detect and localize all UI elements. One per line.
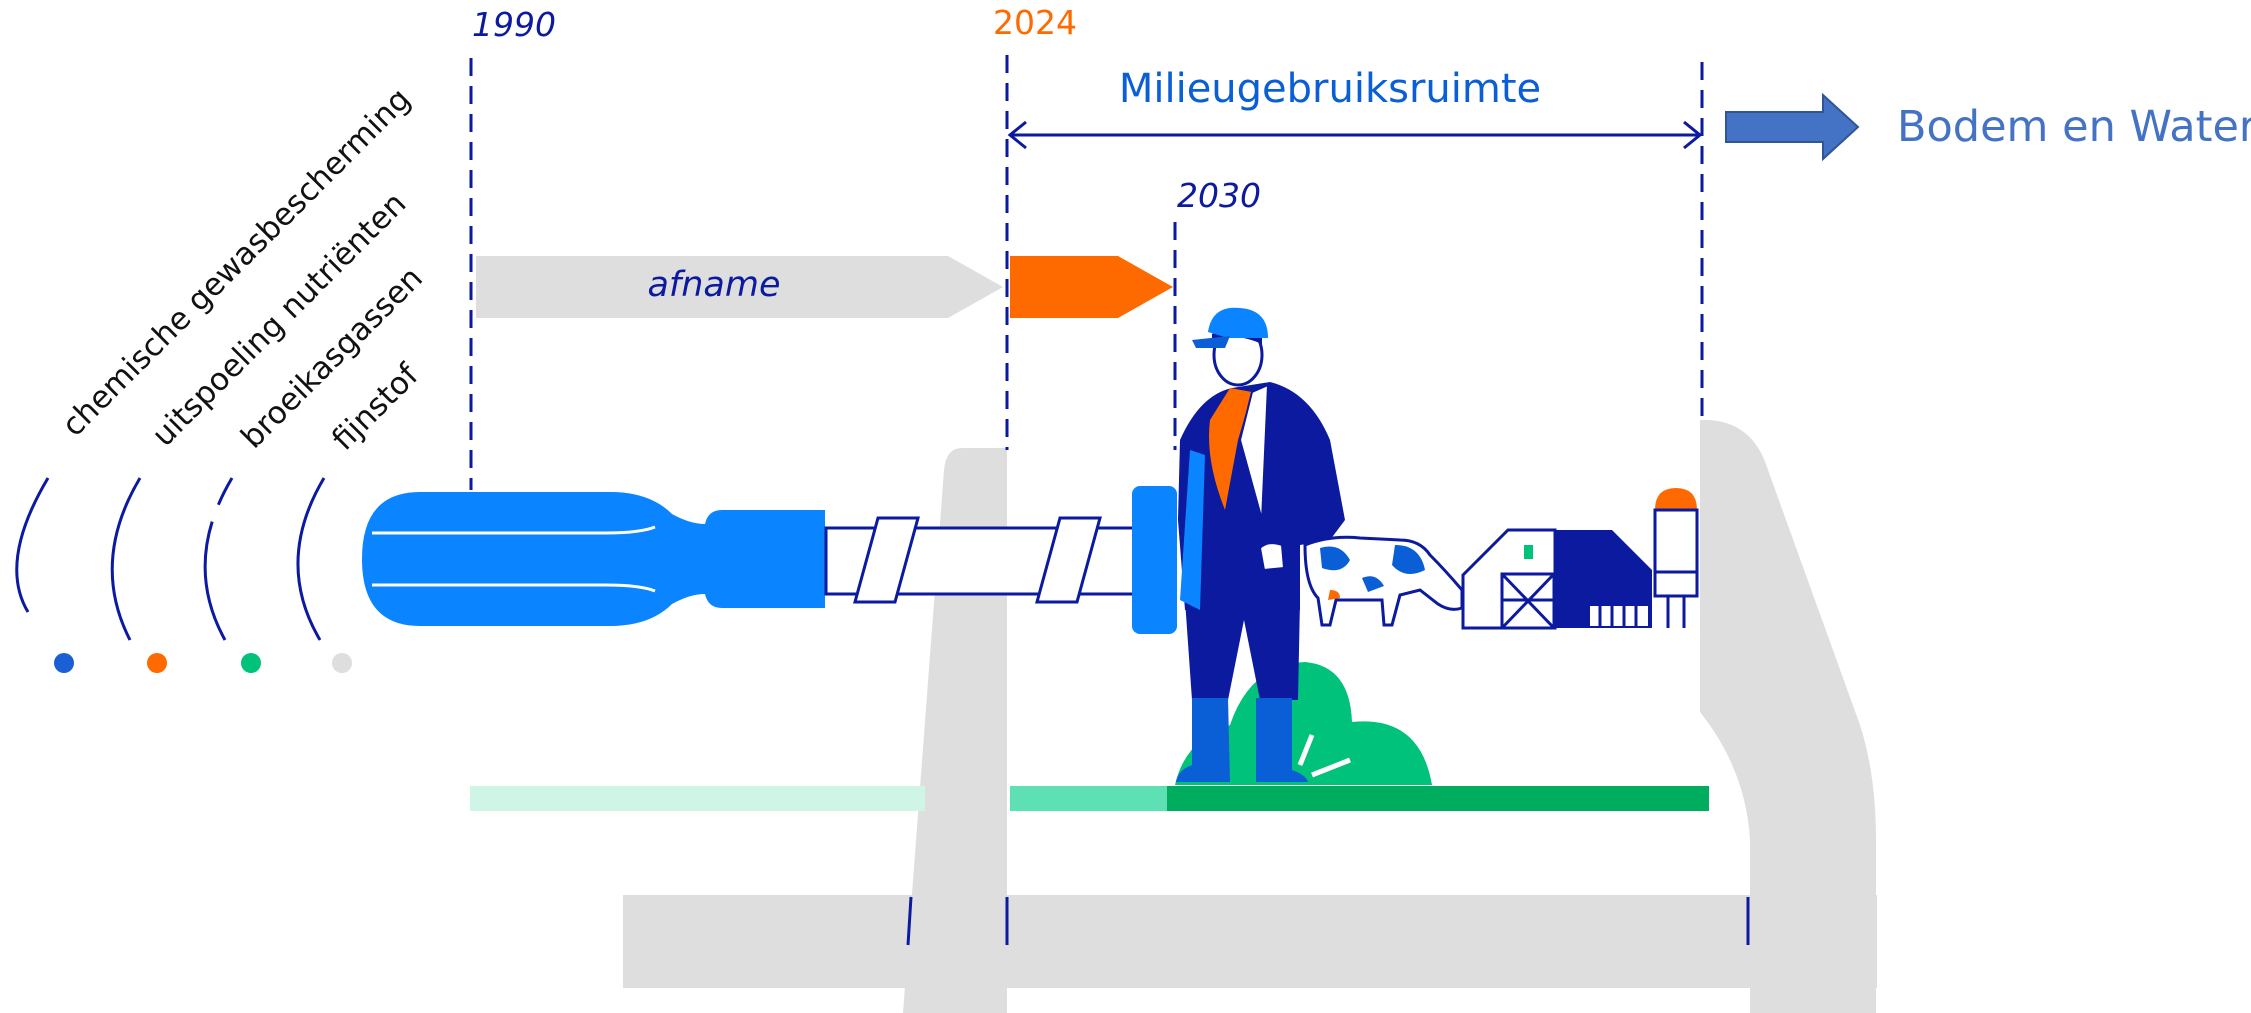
space-arrow <box>1007 120 1703 150</box>
emission-dot <box>147 653 167 673</box>
emission-labels: chemische gewasbescherming uitspoeling n… <box>55 81 430 457</box>
ground-mid <box>1010 786 1170 811</box>
bush <box>1175 662 1432 785</box>
emission-dot <box>332 653 352 673</box>
year-2030-label: 2030 <box>1177 176 1261 215</box>
barn-figure <box>1461 488 1699 630</box>
clamp-frame <box>623 419 1877 1013</box>
ground-strip <box>470 786 1709 811</box>
emission-dot <box>241 653 261 673</box>
remaining-arrow <box>1010 256 1173 318</box>
year-1990-label: 1990 <box>472 5 556 44</box>
farmer-figure <box>1176 307 1345 782</box>
space-label: Milieugebruiksruimte <box>1119 66 1541 112</box>
clamp-right-jaw <box>1700 419 1876 1013</box>
bar-tick <box>906 896 913 946</box>
clamp-bottom-bar <box>623 895 1877 988</box>
emission-dot <box>54 653 74 673</box>
ground-dark <box>1167 786 1709 811</box>
reduction-label: afname <box>647 265 780 305</box>
year-markers <box>469 55 1704 490</box>
ground-light <box>470 786 925 811</box>
clamp-screw <box>824 516 1137 604</box>
clamp-pad <box>1132 486 1177 634</box>
target-label: Bodem en Water <box>1897 102 2251 152</box>
target-arrow-icon <box>1725 92 1860 162</box>
emission-label: chemische gewasbescherming <box>55 81 417 443</box>
year-2024-label: 2024 <box>993 3 1077 42</box>
cow-figure <box>1303 535 1464 627</box>
reduction-arrow <box>476 256 1003 318</box>
clamp-handle <box>362 492 825 626</box>
emission-waves <box>15 477 326 641</box>
